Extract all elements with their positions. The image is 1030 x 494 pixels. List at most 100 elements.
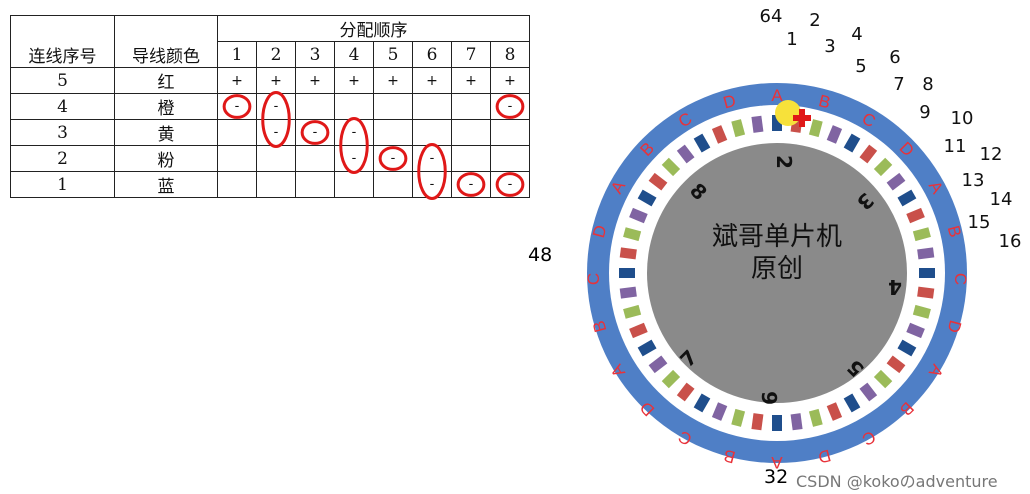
stator-tooth — [886, 172, 906, 191]
stator-tooth — [873, 157, 893, 177]
stator-tooth — [859, 144, 878, 164]
outer-step-number: 2 — [809, 10, 820, 31]
rotor-core — [647, 143, 907, 403]
table-cell — [373, 119, 413, 146]
highlight-oval — [378, 146, 408, 171]
step-header-1: 1 — [217, 41, 257, 68]
highlight-oval — [495, 94, 525, 119]
stator-tooth — [906, 322, 925, 339]
coil-letter: D — [943, 318, 965, 335]
stator-tooth — [661, 157, 681, 177]
outer-step-number: 15 — [968, 212, 991, 233]
stator-tooth — [912, 304, 931, 319]
outer-step-number: 1 — [786, 29, 797, 50]
outer-step-number: 8 — [922, 74, 933, 95]
stator-tooth — [711, 125, 728, 144]
table-cell — [490, 145, 530, 172]
table-cell — [217, 171, 257, 198]
stator-tooth — [619, 268, 635, 278]
stator-tooth — [637, 189, 657, 207]
table-cell: + — [373, 67, 413, 94]
stator-tooth — [912, 227, 931, 242]
table-cell: + — [412, 67, 452, 94]
stator-tooth — [897, 189, 917, 207]
table-cell: + — [295, 67, 335, 94]
stator-tooth — [693, 133, 711, 153]
stator-tooth — [693, 393, 711, 413]
stator-tooth — [906, 207, 925, 224]
highlight-oval — [300, 120, 330, 145]
header-wire-seq: 连线序号 — [10, 15, 115, 68]
label-32: 32 — [764, 466, 789, 488]
stator-tooth — [751, 115, 764, 133]
rotor-cross-icon — [799, 109, 805, 127]
outer-step-number: 11 — [944, 136, 967, 157]
outer-step-number: 7 — [893, 74, 904, 95]
table-cell — [256, 171, 296, 198]
table-cell — [217, 145, 257, 172]
table-cell: + — [334, 67, 374, 94]
coil-letter: B — [722, 446, 738, 467]
step-header-8: 8 — [490, 41, 530, 68]
highlight-oval — [339, 117, 369, 174]
stator-tooth — [711, 402, 728, 421]
table-cell — [451, 93, 491, 120]
stator-tooth — [619, 286, 637, 299]
stator-tooth — [917, 286, 935, 299]
table-cell: + — [217, 67, 257, 94]
table-cell — [373, 171, 413, 198]
table-cell — [295, 145, 335, 172]
coil-letter: C — [951, 273, 970, 285]
stator-tooth — [661, 369, 681, 389]
center-title: 斌哥单片机 — [712, 222, 842, 252]
row-seq: 1 — [10, 171, 115, 198]
outer-step-number: 16 — [999, 231, 1022, 252]
step-header-3: 3 — [295, 41, 335, 68]
table-cell — [295, 171, 335, 198]
stator-tooth — [623, 304, 642, 319]
outer-step-number: 4 — [851, 24, 862, 45]
coil-letter: A — [771, 453, 783, 472]
stator-tooth — [629, 207, 648, 224]
step-header-2: 2 — [256, 41, 296, 68]
row-color: 粉 — [114, 145, 218, 172]
stator-tooth — [886, 355, 906, 374]
outer-step-number: 14 — [990, 189, 1013, 210]
stator-tooth — [676, 144, 695, 164]
coil-letter: A — [771, 86, 783, 105]
stator-tooth — [843, 133, 861, 153]
stator-tooth — [629, 322, 648, 339]
coil-letter: D — [589, 223, 611, 240]
stator-tooth — [917, 247, 935, 260]
outer-step-number: 3 — [824, 36, 835, 57]
stator-tooth — [731, 119, 746, 138]
stator-tooth — [843, 393, 861, 413]
stator-tooth — [859, 382, 878, 402]
coil-letter: B — [589, 319, 610, 335]
stator-tooth — [919, 268, 935, 278]
outer-step-number: 5 — [855, 56, 866, 77]
stator-tooth — [637, 339, 657, 357]
stator-tooth — [873, 369, 893, 389]
step-header-5: 5 — [373, 41, 413, 68]
stator-tooth — [826, 402, 843, 421]
outer-step-number: 12 — [980, 144, 1003, 165]
stator-tooth — [619, 247, 637, 260]
stator-tooth — [751, 413, 764, 431]
table-cell — [334, 171, 374, 198]
row-color: 黄 — [114, 119, 218, 146]
stator-tooth — [772, 415, 782, 431]
stator-tooth — [826, 125, 843, 144]
outer-step-number: 13 — [962, 170, 985, 191]
coil-letter: B — [817, 91, 833, 112]
stator-tooth — [897, 339, 917, 357]
header-wire-color: 导线颜色 — [114, 15, 218, 68]
highlight-oval — [261, 91, 291, 148]
